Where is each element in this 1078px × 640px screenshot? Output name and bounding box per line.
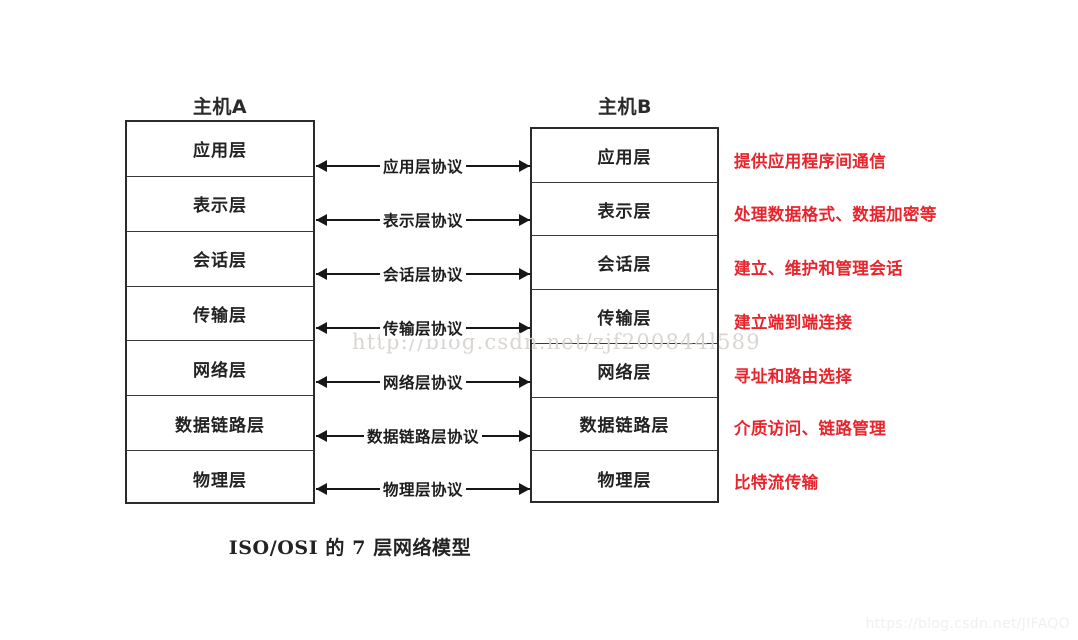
layer-name: 应用层	[193, 141, 247, 162]
layer-name: 应用层	[597, 147, 652, 168]
layer-name: 传输层	[193, 305, 247, 326]
layer-note: 比特流传输	[734, 473, 819, 492]
host-a-layer-row: 会话层	[127, 232, 313, 287]
figure-caption: ISO/OSI 的 7 层网络模型	[228, 537, 472, 559]
host-b-layer-row: 网络层	[532, 344, 717, 398]
arrow-head-right-icon	[519, 160, 530, 172]
arrow-head-left-icon	[316, 483, 327, 495]
host-b-layer-row: 数据链路层	[532, 398, 717, 452]
arrow-head-left-icon	[316, 376, 327, 388]
layer-name: 表示层	[193, 196, 247, 217]
protocol-label: 数据链路层协议	[363, 425, 482, 447]
arrow-head-right-icon	[519, 268, 530, 280]
protocol-arrow-row: 表示层协议	[316, 209, 530, 231]
watermark-url-corner: https://blog.csdn.net/JIFAQO	[865, 616, 1070, 632]
arrow-head-right-icon	[519, 322, 530, 334]
host-a-layer-stack: 应用层 表示层 会话层 传输层 网络层 数据链路层 物理层	[125, 120, 315, 504]
protocol-arrow-row: 传输层协议	[316, 317, 530, 339]
host-a-layer-row: 网络层	[127, 341, 313, 397]
protocol-label: 物理层协议	[379, 478, 466, 500]
host-b-layer-row: 表示层	[532, 183, 717, 237]
protocol-arrow-row: 会话层协议	[316, 263, 530, 285]
layer-name: 数据链路层	[175, 415, 265, 436]
arrow-head-right-icon	[519, 376, 530, 388]
layer-name: 网络层	[193, 360, 247, 381]
layer-name: 传输层	[597, 308, 652, 329]
protocol-label: 网络层协议	[379, 371, 466, 393]
layer-name: 物理层	[193, 470, 247, 491]
layer-name: 数据链路层	[579, 416, 670, 437]
layer-name: 表示层	[597, 201, 652, 222]
arrow-head-left-icon	[316, 214, 327, 226]
host-b-layer-row: 应用层	[532, 129, 717, 183]
layer-name: 会话层	[597, 255, 652, 276]
protocol-label: 应用层协议	[379, 155, 466, 177]
layer-note: 提供应用程序间通信	[734, 152, 887, 171]
host-a-layer-row: 物理层	[127, 451, 313, 506]
host-b-layer-row: 传输层	[532, 290, 717, 344]
layer-note: 建立、维护和管理会话	[734, 259, 903, 278]
layer-name: 物理层	[597, 470, 652, 491]
host-a-layer-row: 数据链路层	[127, 396, 313, 452]
host-b-layer-stack: 应用层 表示层 会话层 传输层 网络层 数据链路层 物理层	[530, 127, 719, 503]
host-a-layer-row: 传输层	[127, 287, 313, 342]
layer-note: 建立端到端连接	[734, 313, 853, 332]
host-b-layer-row: 会话层	[532, 236, 717, 291]
protocol-arrow-row: 物理层协议	[316, 478, 530, 500]
arrow-head-left-icon	[316, 268, 327, 280]
host-b-title: 主机B	[598, 96, 652, 118]
arrow-head-left-icon	[316, 430, 327, 442]
protocol-label: 表示层协议	[379, 209, 466, 231]
protocol-arrow-row: 数据链路层协议	[316, 425, 530, 447]
protocol-arrow-row: 网络层协议	[316, 371, 530, 393]
host-a-layer-row: 应用层	[127, 122, 313, 177]
arrow-head-left-icon	[316, 160, 327, 172]
host-a-layer-row: 表示层	[127, 177, 313, 232]
layer-name: 会话层	[193, 251, 247, 272]
protocol-label: 传输层协议	[379, 317, 466, 339]
protocol-arrow-row: 应用层协议	[316, 155, 530, 177]
arrow-head-right-icon	[519, 214, 530, 226]
layer-note: 处理数据格式、数据加密等	[734, 205, 937, 224]
layer-name: 网络层	[597, 362, 652, 383]
host-b-layer-row: 物理层	[532, 451, 717, 505]
arrow-head-left-icon	[316, 322, 327, 334]
layer-note: 寻址和路由选择	[734, 367, 853, 386]
host-a-title: 主机A	[192, 96, 248, 118]
arrow-head-right-icon	[519, 430, 530, 442]
layer-note: 介质访问、链路管理	[734, 419, 887, 438]
protocol-label: 会话层协议	[379, 263, 466, 285]
arrow-head-right-icon	[519, 483, 530, 495]
